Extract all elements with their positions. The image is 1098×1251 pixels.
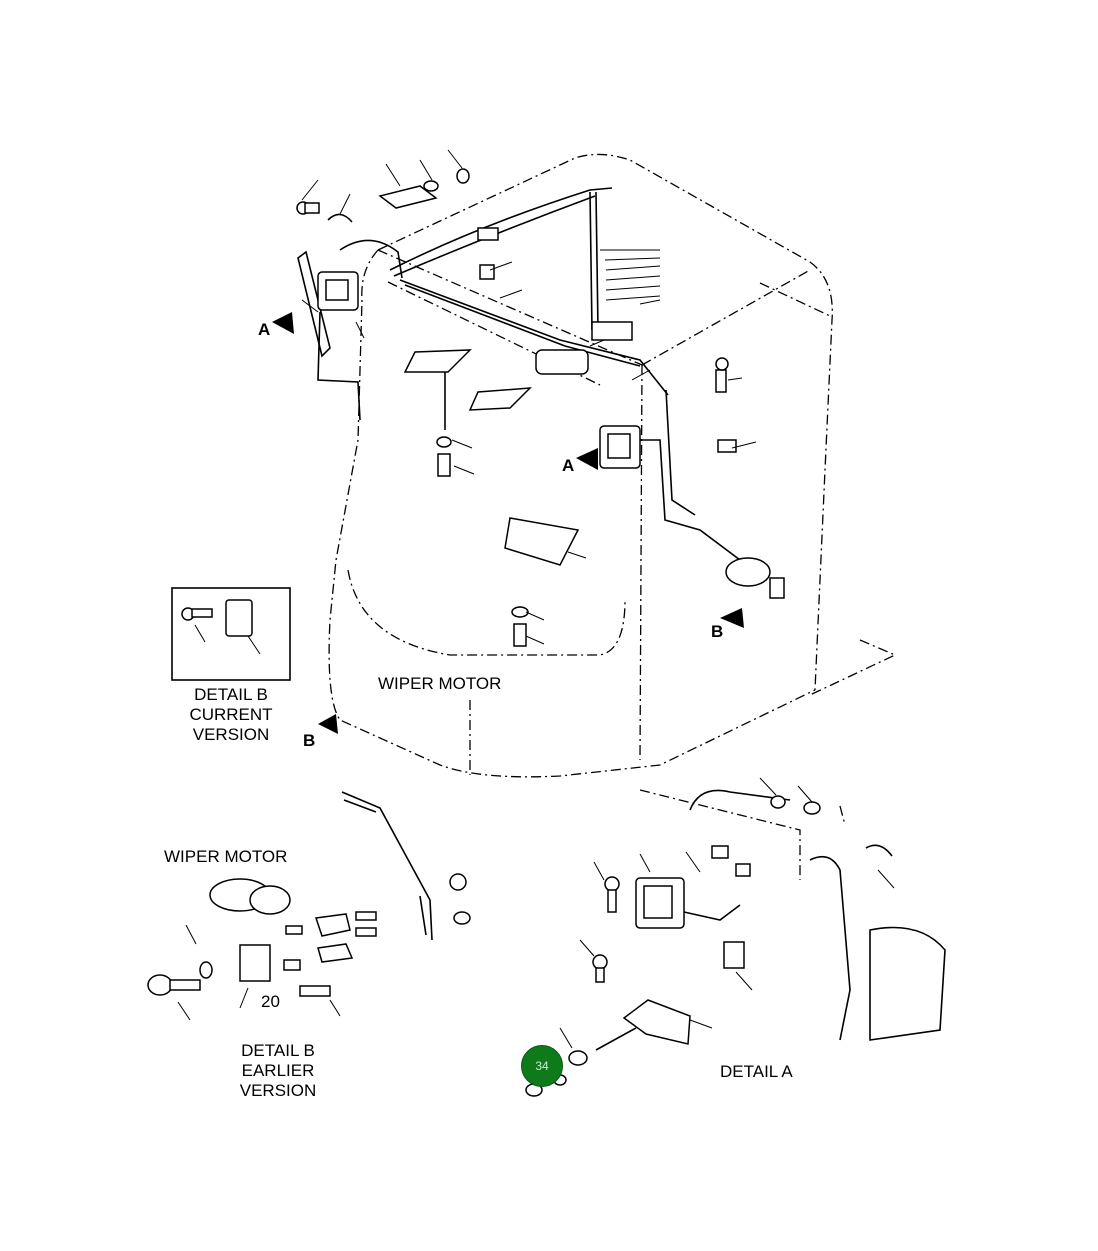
detail-b-earlier-line-1: DETAIL B <box>241 1041 315 1060</box>
wiper-motor-label-top: WIPER MOTOR <box>378 674 502 693</box>
detail-b-current-line-1: DETAIL B <box>194 685 268 704</box>
detail-b-earlier-parts <box>147 791 471 1021</box>
top-hardware <box>296 149 470 223</box>
view-marker-b-left: B <box>303 731 316 750</box>
cab-outline <box>328 153 897 778</box>
wiper-motor-right-upper <box>576 389 785 599</box>
detail-a-parts <box>525 777 946 1097</box>
leader-lines <box>301 261 757 645</box>
detail-b-current-line-3: VERSION <box>192 725 270 744</box>
wiper-motor-label-left: WIPER MOTOR <box>164 847 288 866</box>
detail-b-current-label: DETAIL B CURRENT VERSION <box>185 685 277 745</box>
view-marker-a-right: A <box>562 456 575 475</box>
middle-parts <box>318 349 744 734</box>
detail-a-label: DETAIL A <box>720 1062 793 1081</box>
part-34-hotspot[interactable]: 34 <box>521 1045 563 1087</box>
detail-b-earlier-line-2: EARLIER <box>241 1061 315 1080</box>
view-marker-b-right: B <box>711 622 724 641</box>
callout-item-20: 20 <box>261 992 280 1011</box>
view-marker-a-left: A <box>258 320 271 339</box>
detail-b-earlier-line-3: VERSION <box>239 1081 317 1100</box>
detail-b-current-box <box>171 587 291 681</box>
detail-b-earlier-label: DETAIL B EARLIER VERSION <box>234 1041 322 1101</box>
detail-b-current-line-2: CURRENT <box>189 705 273 724</box>
wiper-motor-left-upper <box>272 239 403 421</box>
roof-harness <box>389 187 669 396</box>
